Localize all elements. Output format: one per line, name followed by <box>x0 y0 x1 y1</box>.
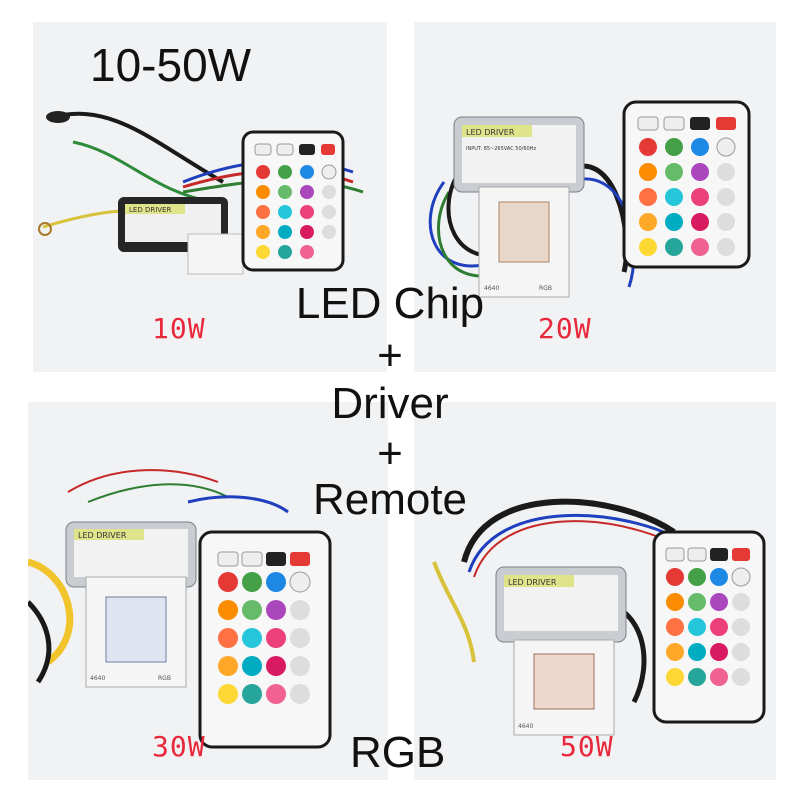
headline: 10-50W <box>90 39 252 91</box>
chip-rgb-20w: RGB <box>539 285 552 292</box>
photo-50w-svg: LED DRIVER 4640 <box>432 498 766 736</box>
chip-code-20w: 4640 <box>484 285 499 292</box>
driver-label-50w: LED DRIVER <box>508 578 557 587</box>
footer-label: RGB <box>350 728 446 777</box>
center-line-2: + <box>377 331 403 380</box>
photo-20w-svg: LED DRIVER INPUT: 85~265VAC 50/60Hz 4640… <box>428 100 751 298</box>
watt-label-20w: 20W <box>538 312 592 345</box>
product-photo-10w: LED DRIVER <box>33 22 387 372</box>
center-line-5: Remote <box>312 475 468 524</box>
driver-input-20w: INPUT: 85~265VAC 50/60Hz <box>466 146 536 152</box>
chip-rgb-30w: RGB <box>158 675 171 682</box>
product-photo-20w: LED DRIVER INPUT: 85~265VAC 50/60Hz 4640… <box>414 22 776 372</box>
photo-30w-svg: LED DRIVER 4640 RGB <box>28 469 332 749</box>
center-line-4: + <box>377 429 403 478</box>
center-line-1: LED Chip <box>295 279 485 328</box>
watt-label-10w: 10W <box>152 312 206 345</box>
product-photo-30w: LED DRIVER 4640 RGB <box>28 402 388 780</box>
watt-label-30w: 30W <box>152 730 206 763</box>
photo-10w-svg: LED DRIVER <box>38 111 364 275</box>
product-photo-50w: LED DRIVER 4640 <box>414 402 776 780</box>
driver-label-20w: LED DRIVER <box>466 128 515 137</box>
driver-label-10w: LED DRIVER <box>129 206 171 214</box>
chip-code-50w: 4640 <box>518 723 533 730</box>
chip-code-30w: 4640 <box>90 675 105 682</box>
center-line-3: Driver <box>331 379 449 428</box>
driver-label-30w: LED DRIVER <box>78 531 127 540</box>
watt-label-50w: 50W <box>560 730 614 763</box>
